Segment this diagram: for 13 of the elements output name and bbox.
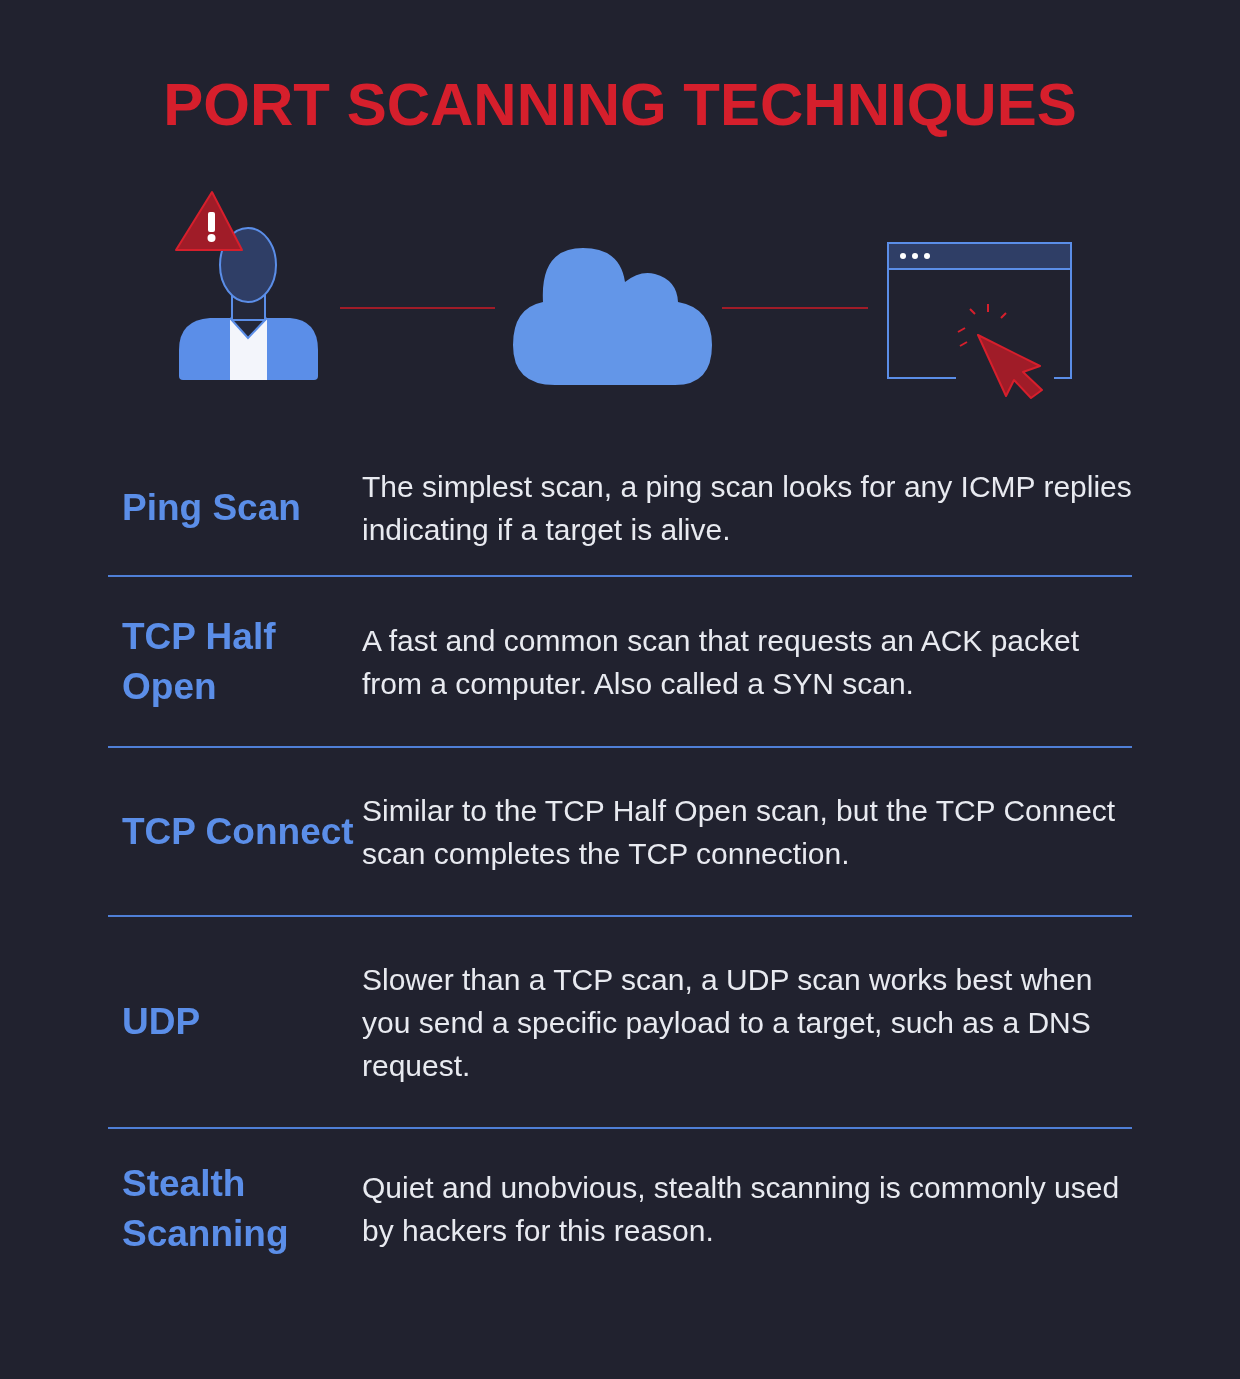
technique-name: Ping Scan bbox=[121, 485, 302, 530]
technique-description: The simplest scan, a ping scan looks for any ICMP replies indicating if a target is alive. bbox=[362, 468, 1132, 548]
technique-name: Stealth Scanning bbox=[121, 1162, 290, 1256]
technique-name: UDP bbox=[121, 1000, 202, 1044]
technique-name: TCP Half Open bbox=[121, 614, 277, 709]
connector-line bbox=[721, 307, 869, 309]
technique-description: Slower than a TCP scan, a UDP scan works best when you send a specific payload to a target, such as a DNS request. bbox=[362, 961, 1094, 1084]
technique-description: Quiet and unobvious, stealth scanning is commonly used by hackers for this reason. bbox=[362, 1170, 1121, 1249]
technique-name: TCP Connect bbox=[121, 809, 355, 854]
technique-description: Similar to the TCP Half Open scan, but the TCP Connect scan completes the TCP connection. bbox=[362, 792, 1117, 872]
connector-line bbox=[339, 307, 496, 309]
title: PORT SCANNING TECHNIQUES bbox=[163, 70, 1077, 139]
technique-description: A fast and common scan that requests an ACK packet from a computer. Also called a SYN scan. bbox=[362, 622, 1081, 702]
